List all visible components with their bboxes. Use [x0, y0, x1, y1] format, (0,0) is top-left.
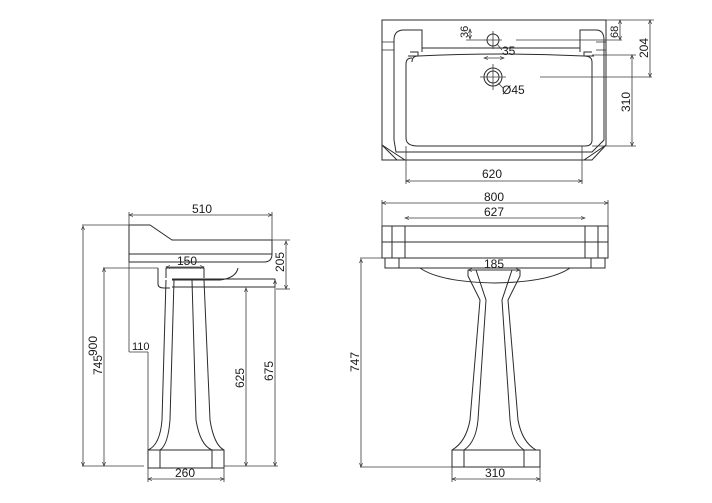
- dim-pedestal-top-width: 185: [484, 257, 504, 271]
- dim-waste-diameter: Ø45: [502, 83, 525, 97]
- dim-bowl-depth: 310: [619, 92, 633, 112]
- bowl-outline-plan: [405, 53, 593, 147]
- dim-rim-underside-height: 675: [262, 361, 276, 381]
- dim-basin-depth: 510: [192, 202, 212, 216]
- pedestal-front: [451, 269, 537, 451]
- dim-inner-width: 627: [484, 205, 504, 219]
- plan-view: 36 35 Ø45 68 204 310 620: [381, 19, 654, 184]
- side-elevation: 510 205 150 110 900 745 625 675 2: [82, 202, 290, 482]
- dim-overall-height: 900: [86, 336, 100, 356]
- dim-tap-hole-offset: 36: [459, 26, 471, 38]
- dim-pedestal-base-depth: 260: [175, 466, 195, 480]
- dim-underside-height: 745: [91, 355, 105, 375]
- front-elevation: 800 627 185 747 310: [348, 190, 608, 482]
- basin-outline-plan: [381, 19, 607, 161]
- dim-wall-offset: 110: [132, 341, 150, 353]
- dim-pedestal-base-width: 310: [485, 466, 505, 480]
- dim-waste-from-back: 204: [637, 38, 651, 58]
- dim-tap-hole-diameter: 35: [502, 44, 516, 58]
- dim-front-underside-height: 747: [348, 352, 362, 372]
- tap-hole-icon: [484, 31, 502, 49]
- dim-overall-width: 800: [484, 190, 504, 204]
- dim-outlet-height: 625: [233, 368, 247, 388]
- basin-profile-side: [128, 224, 273, 263]
- dim-bowl-width: 620: [482, 167, 502, 181]
- pedestal-side: [147, 279, 225, 451]
- dim-pedestal-top-depth: 150: [177, 254, 197, 268]
- dim-rim-depth: 68: [609, 26, 621, 38]
- waste-outlet-icon: [480, 64, 506, 90]
- dim-basin-height: 205: [273, 252, 287, 272]
